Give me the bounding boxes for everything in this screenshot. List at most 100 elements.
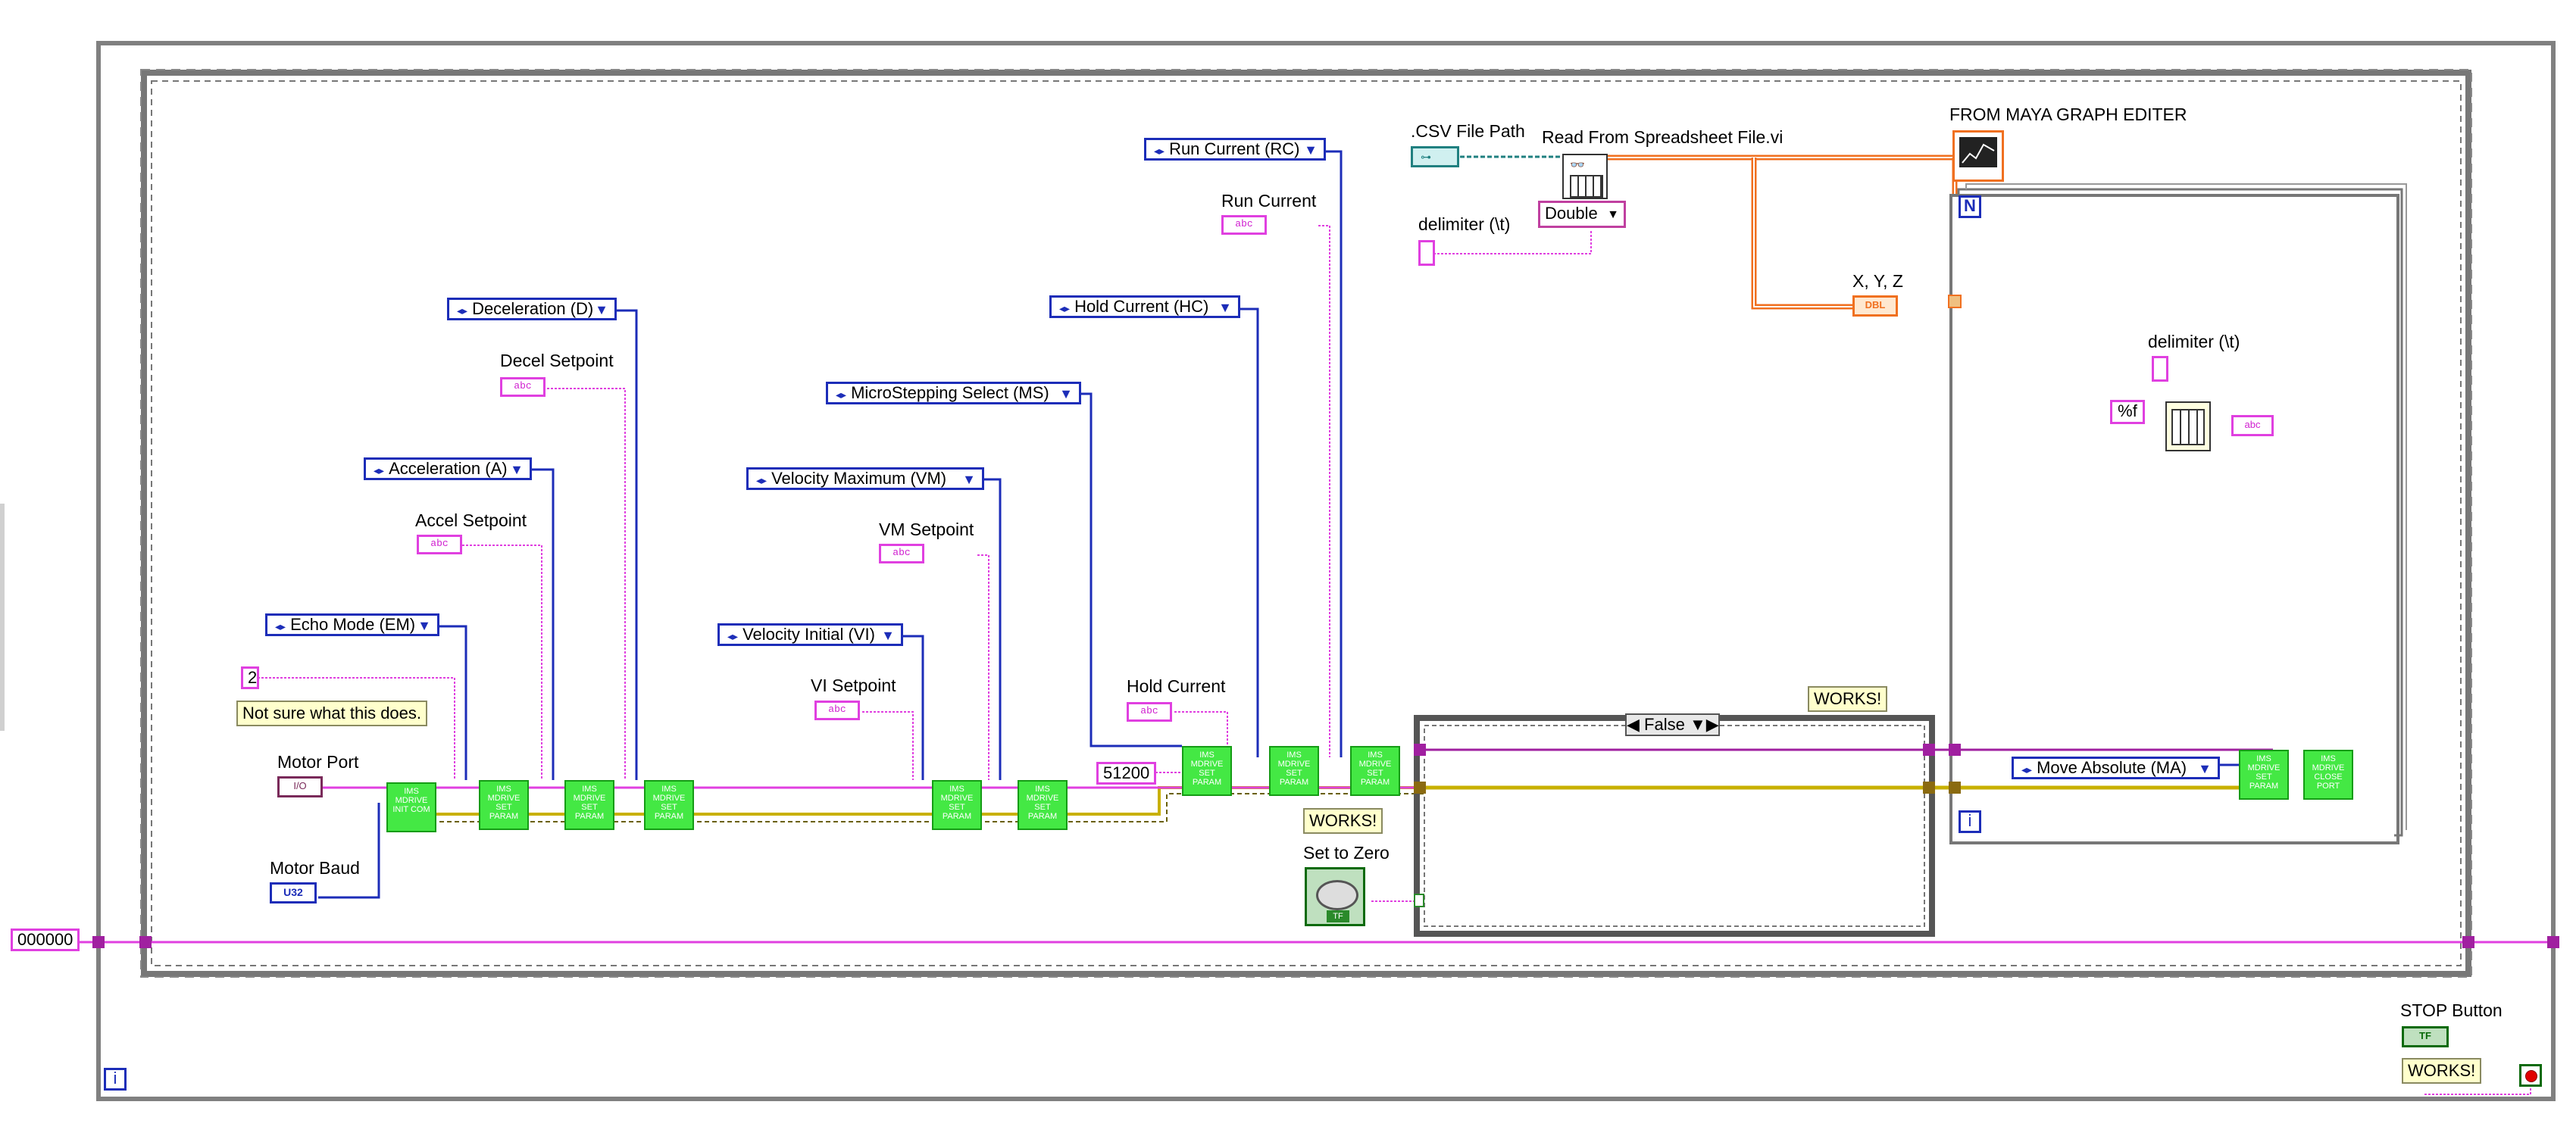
dropdown-icon: ▼ <box>417 618 431 633</box>
set-param-subvi-ms[interactable]: IMS MDRIVE SET PARAM <box>1182 746 1232 796</box>
dropdown-icon: ▼ <box>1218 300 1232 315</box>
set-param-subvi-ma[interactable]: IMS MDRIVE SET PARAM <box>2239 750 2289 800</box>
motor-baud-label: Motor Baud <box>270 858 360 878</box>
set-param-subvi-vi[interactable]: IMS MDRIVE SET PARAM <box>932 780 982 830</box>
delimiter-constant-outer <box>1418 240 1435 266</box>
stop-icon <box>2525 1070 2537 1082</box>
csv-file-path-control[interactable]: ⊶ <box>1411 146 1459 167</box>
decel-setpoint-label: Decel Setpoint <box>500 351 614 370</box>
delimiter-label-outer: delimiter (\t) <box>1418 214 1511 234</box>
set-param-subvi-vm[interactable]: IMS MDRIVE SET PARAM <box>1018 780 1068 830</box>
while-loop-frame <box>96 41 2556 1101</box>
read-spreadsheet-label: Read From Spreadsheet File.vi <box>1542 127 1784 147</box>
hold-current-ring[interactable]: ◂▸Hold Current (HC)▼ <box>1049 295 1240 318</box>
xyz-indicator: DBL <box>1852 295 1898 317</box>
motor-port-label: Motor Port <box>277 752 359 772</box>
vi-setpoint-constant: abc <box>814 701 860 720</box>
case-selector[interactable]: ◀ False ▼▶ <box>1625 713 1720 736</box>
dropdown-icon: ▼ <box>1607 208 1619 221</box>
decel-setpoint-constant: abc <box>500 377 546 397</box>
spreadsheet-icon <box>2171 409 2205 445</box>
motor-baud-constant: U32 <box>270 882 317 903</box>
dropdown-icon: ▼ <box>1059 386 1073 401</box>
for-loop-frame <box>1949 194 2399 844</box>
delimiter-constant-inner <box>2152 356 2168 382</box>
dropdown-icon: ▼ <box>2198 761 2212 776</box>
move-absolute-ring[interactable]: ◂▸Move Absolute (MA)▼ <box>2012 757 2220 779</box>
string-indicator-inner: abc <box>2231 415 2274 436</box>
increment-icon: ◂▸ <box>836 389 847 401</box>
set-param-subvi-decel[interactable]: IMS MDRIVE SET PARAM <box>644 780 694 830</box>
comment-works-case: WORKS! <box>1808 686 1888 712</box>
spreadsheet-icon <box>1570 175 1603 198</box>
increment-icon: ◂▸ <box>2021 763 2033 776</box>
run-current-label: Run Current <box>1221 191 1317 211</box>
close-port-subvi[interactable]: IMS MDRIVE CLOSE PORT <box>2303 750 2353 800</box>
set-to-zero-button[interactable]: TF <box>1305 867 1365 926</box>
dropdown-icon: ▼ <box>510 462 524 477</box>
format-string-constant: %f <box>2110 400 2145 424</box>
array-to-spreadsheet-node[interactable] <box>2165 401 2211 451</box>
increment-icon: ◂▸ <box>275 620 286 632</box>
for-loop-count-terminal: N <box>1959 195 1981 218</box>
velocity-initial-ring[interactable]: ◂▸Velocity Initial (VI)▼ <box>717 623 903 646</box>
hold-current-constant: abc <box>1127 702 1172 722</box>
vm-setpoint-label: VM Setpoint <box>879 520 974 539</box>
dropdown-icon[interactable]: ▼ <box>1689 715 1706 734</box>
double-type-ring[interactable]: Double▼ <box>1538 201 1626 228</box>
set-to-zero-label: Set to Zero <box>1303 843 1390 863</box>
increment-icon: ◂▸ <box>1059 302 1071 314</box>
button-icon <box>1316 880 1358 910</box>
numeric-constant-51200: 51200 <box>1096 762 1157 785</box>
path-icon: ⊶ <box>1421 151 1431 163</box>
set-param-subvi-echo[interactable]: IMS MDRIVE SET PARAM <box>479 780 529 830</box>
increment-icon[interactable]: ▶ <box>1705 715 1719 734</box>
left-edge-divider <box>0 504 5 731</box>
numeric-constant-2: 2 <box>241 666 259 689</box>
for-loop-iteration-terminal: i <box>1959 810 1981 833</box>
dropdown-icon: ▼ <box>962 472 976 487</box>
sequence-frame <box>141 70 2471 977</box>
increment-icon: ◂▸ <box>727 630 739 642</box>
accel-setpoint-constant: abc <box>417 535 462 554</box>
deceleration-ring[interactable]: ◂▸Deceleration (D)▼ <box>447 298 617 320</box>
loop-condition-stop-icon[interactable] <box>2519 1064 2542 1087</box>
set-param-subvi-accel[interactable]: IMS MDRIVE SET PARAM <box>564 780 614 830</box>
vm-setpoint-constant: abc <box>879 544 924 563</box>
comment-works-stop: WORKS! <box>2402 1058 2482 1084</box>
run-current-constant: abc <box>1221 215 1267 235</box>
motor-port-constant: I/O <box>277 776 323 797</box>
run-current-ring[interactable]: ◂▸Run Current (RC)▼ <box>1144 138 1326 161</box>
stop-button-terminal[interactable]: TF <box>2402 1026 2449 1047</box>
outer-loop-iteration-terminal: i <box>104 1068 127 1091</box>
echo-mode-ring[interactable]: ◂▸Echo Mode (EM)▼ <box>265 613 439 636</box>
set-param-subvi-rc[interactable]: IMS MDRIVE SET PARAM <box>1350 746 1400 796</box>
graph-icon <box>1959 137 1997 167</box>
set-param-subvi-hc[interactable]: IMS MDRIVE SET PARAM <box>1269 746 1319 796</box>
decrement-icon[interactable]: ◀ <box>1627 715 1640 734</box>
boolean-tunnel <box>1414 894 1424 907</box>
glasses-icon: 👓 <box>1570 159 1585 172</box>
increment-icon: ◂▸ <box>374 464 385 476</box>
boolean-terminal: TF <box>1327 910 1349 922</box>
dropdown-icon: ▼ <box>1304 142 1318 158</box>
maya-graph-indicator <box>1952 130 2004 182</box>
microstepping-ring[interactable]: ◂▸MicroStepping Select (MS)▼ <box>826 382 1081 404</box>
increment-icon: ◂▸ <box>756 474 767 486</box>
init-constant: 000000 <box>11 928 80 951</box>
maya-graph-label: FROM MAYA GRAPH EDITER <box>1949 105 2187 124</box>
xyz-label: X, Y, Z <box>1852 271 1903 291</box>
velocity-maximum-ring[interactable]: ◂▸Velocity Maximum (VM)▼ <box>746 467 984 490</box>
vi-setpoint-label: VI Setpoint <box>811 676 896 695</box>
read-spreadsheet-node[interactable]: 👓 <box>1562 154 1608 199</box>
acceleration-ring[interactable]: ◂▸Acceleration (A)▼ <box>364 457 532 480</box>
comment-works-zero: WORKS! <box>1303 808 1383 834</box>
csv-file-path-label: .CSV File Path <box>1411 121 1525 141</box>
dropdown-icon: ▼ <box>881 628 895 643</box>
delimiter-label-inner: delimiter (\t) <box>2148 332 2240 351</box>
comment-not-sure: Not sure what this does. <box>236 701 428 726</box>
dropdown-icon: ▼ <box>595 302 608 317</box>
init-com-subvi[interactable]: IMS MDRIVE INIT COM <box>386 782 436 832</box>
stop-button-label: STOP Button <box>2400 1000 2503 1020</box>
